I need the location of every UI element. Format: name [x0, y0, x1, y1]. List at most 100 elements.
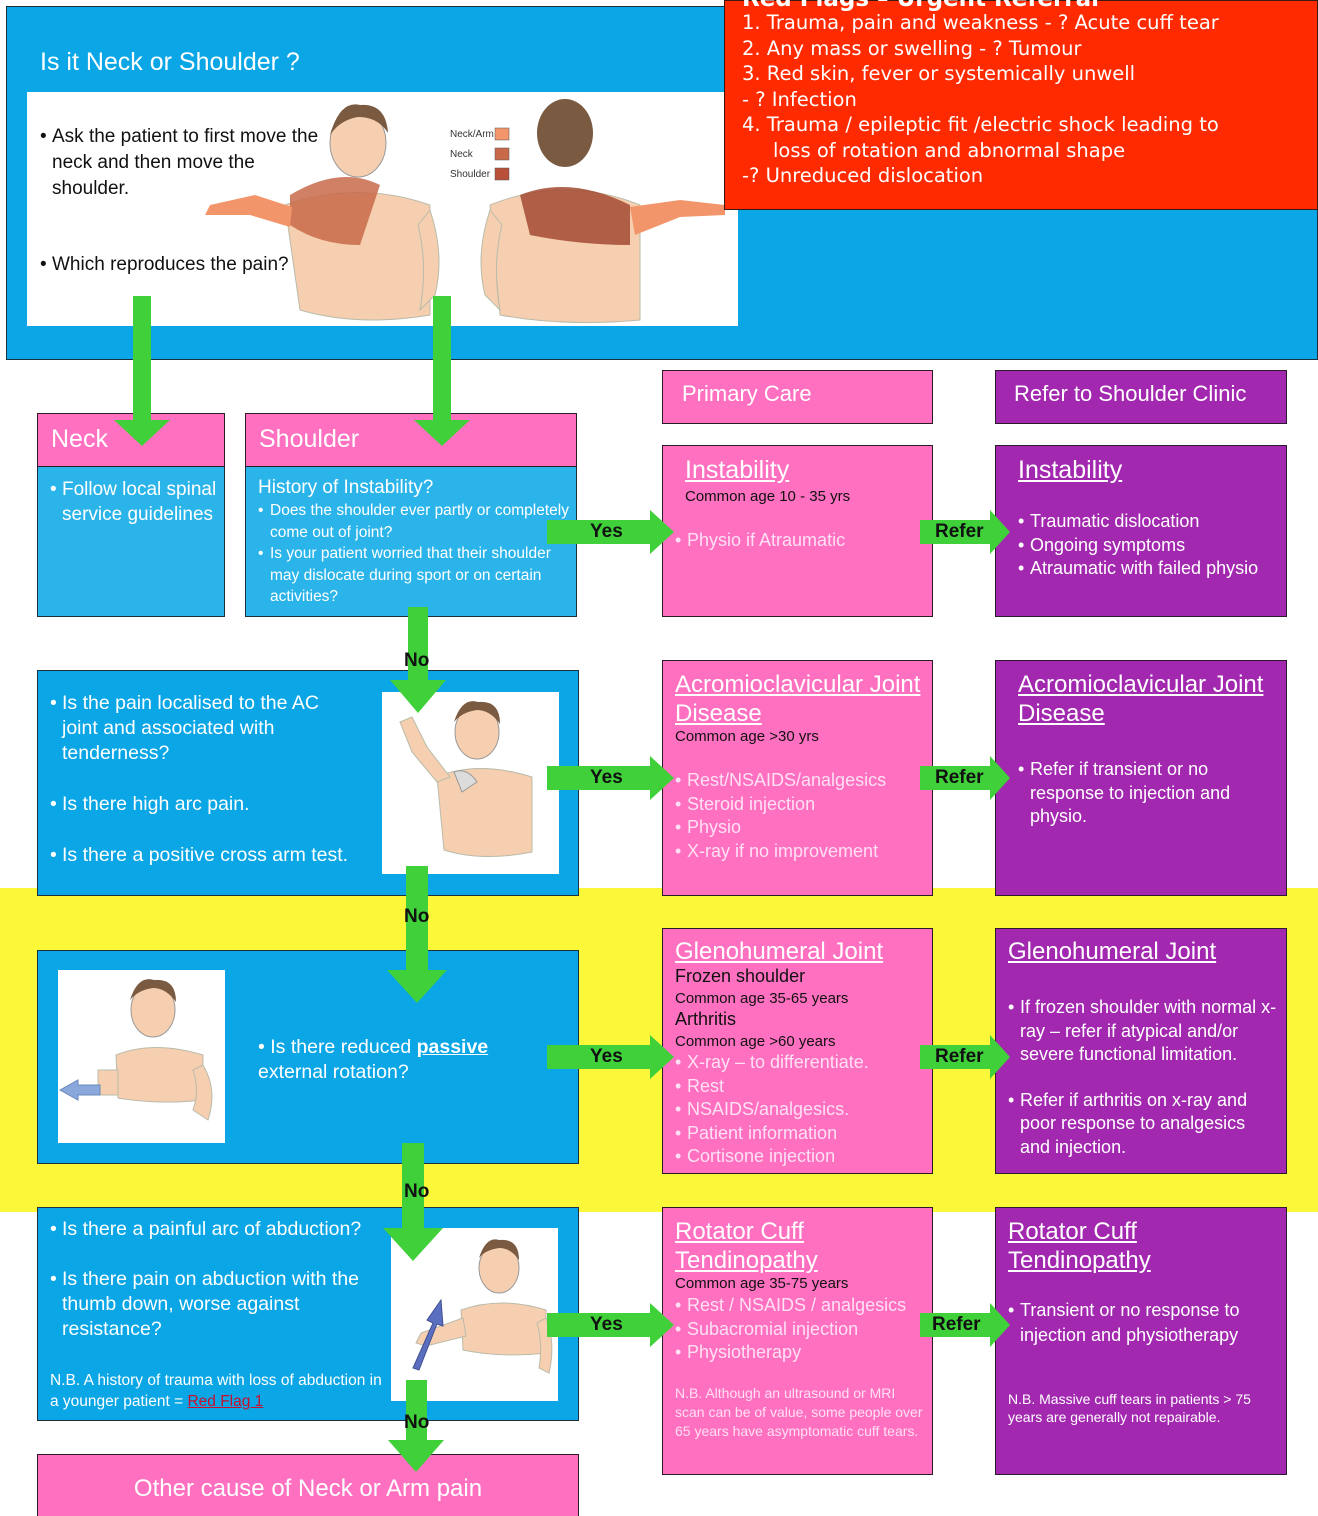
top-bullets: Ask the patient to first move the neck a…	[40, 124, 320, 278]
ac-primary-title: Acromioclavicular Joint Disease	[675, 671, 921, 727]
refer-label-2: Refer	[935, 767, 984, 788]
gh-primary-item-4: Patient information	[675, 1122, 931, 1146]
red-flag-link[interactable]: Red Flag 1	[187, 1393, 264, 1410]
yes-label-3: Yes	[590, 1046, 623, 1067]
yes-label-1: Yes	[590, 521, 623, 542]
instability-primary-item: Physio if Atraumatic	[675, 530, 925, 551]
shoulder-question: History of Instability?	[258, 477, 434, 498]
neck-shoulder-figures: Neck/Arm Neck Shoulder	[205, 99, 725, 323]
rc-primary-note: N.B. Although an ultrasound or MRI scan …	[675, 1385, 923, 1439]
instability-refer-title: Instability	[1018, 456, 1123, 484]
ac-refer-title: Acromioclavicular Joint Disease	[1018, 671, 1264, 727]
top-title: Is it Neck or Shoulder ?	[40, 48, 300, 76]
neck-bullet: Follow local spinal service guidelines	[50, 477, 220, 527]
red-flags-box	[724, 0, 1318, 210]
shoulder-bullets: Does the shoulder ever partly or complet…	[258, 500, 574, 608]
ac-primary-item-1: Rest/NSAIDS/analgesics	[675, 769, 931, 793]
front-figure-icon	[205, 104, 440, 321]
rc-primary-item-3: Physiotherapy	[675, 1341, 931, 1365]
red-flag-4: 4. Trauma / epileptic fit /electric shoc…	[742, 113, 1219, 136]
gh-primary-age1: Common age 35-65 years	[675, 990, 849, 1007]
gh-question-pre: Is there reduced	[270, 1036, 417, 1058]
ac-question-2: Is there high arc pain.	[50, 792, 355, 817]
gh-figure-icon	[58, 979, 213, 1121]
red-flag-3: 3. Red skin, fever or systemically unwel…	[742, 62, 1136, 85]
ac-refer-item: Refer if transient or no response to inj…	[1018, 758, 1280, 829]
instability-primary-title: Instability	[685, 456, 790, 484]
rc-primary-item-2: Subacromial injection	[675, 1318, 931, 1342]
gh-question: • Is there reduced passive external rota…	[258, 1035, 558, 1085]
yes-label-2: Yes	[590, 767, 623, 788]
ac-primary-age: Common age >30 yrs	[675, 728, 819, 745]
no-label-2: No	[404, 906, 430, 927]
red-flag-3b: - ? Infection	[742, 87, 857, 111]
instability-refer-list: Traumatic dislocation Ongoing symptoms A…	[1018, 510, 1286, 581]
rc-note-text: N.B. A history of trauma with loss of ab…	[50, 1372, 382, 1410]
shoulder-title: Shoulder	[245, 413, 577, 467]
red-flag-2: 2. Any mass or swelling - ? Tumour	[742, 36, 1082, 60]
top-bullet-1: Ask the patient to first move the neck a…	[40, 124, 320, 202]
rc-primary-list: Rest / NSAIDS / analgesics Subacromial i…	[675, 1294, 931, 1365]
rc-refer-item: Transient or no response to injection an…	[1008, 1298, 1280, 1348]
instability-refer-item-1: Traumatic dislocation	[1018, 510, 1286, 534]
neck-title: Neck	[37, 413, 225, 467]
rc-refer-title: Rotator Cuff Tendinopathy	[1008, 1218, 1151, 1274]
ac-figure-icon	[399, 701, 533, 857]
gh-question-bold: passive	[416, 1036, 489, 1058]
gh-question-post: external rotation?	[258, 1061, 409, 1083]
rc-questions: Is there a painful arc of abduction? Is …	[50, 1217, 390, 1342]
ac-question-3: Is there a positive cross arm test.	[50, 843, 355, 868]
gh-primary-title: Glenohumeral Joint	[675, 938, 884, 965]
ac-question-1: Is the pain localised to the AC joint an…	[50, 691, 355, 766]
ac-primary-item-4: X-ray if no improvement	[675, 840, 931, 864]
neck-bullets: Follow local spinal service guidelines	[50, 477, 220, 527]
red-flags-list: 1. Trauma, pain and weakness - ? Acute c…	[742, 10, 1312, 189]
primary-care-header: Primary Care	[662, 370, 933, 424]
ac-questions: Is the pain localised to the AC joint an…	[50, 691, 355, 868]
legend-shoulder: Shoulder	[450, 169, 491, 180]
rc-primary-age: Common age 35-75 years	[675, 1275, 849, 1292]
gh-primary-sub1: Frozen shoulder	[675, 966, 806, 986]
gh-question-bullet: •	[258, 1036, 271, 1058]
refer-header: Refer to Shoulder Clinic	[995, 370, 1287, 424]
refer-label-4: Refer	[932, 1314, 981, 1335]
top-bullet-2: Which reproduces the pain?	[40, 252, 320, 278]
rc-question-2: Is there pain on abduction with the thum…	[50, 1267, 390, 1342]
rc-refer-note: N.B. Massive cuff tears in patients > 75…	[1008, 1391, 1251, 1425]
shoulder-bullet-2: Is your patient worried that their shoul…	[258, 543, 574, 608]
gh-refer-title: Glenohumeral Joint	[1008, 938, 1217, 965]
ac-primary-item-3: Physio	[675, 816, 931, 840]
red-flag-4b: loss of rotation and abnormal shape	[773, 138, 1126, 162]
instability-refer-item-3: Atraumatic with failed physio	[1018, 557, 1286, 581]
shoulder-bullet-1: Does the shoulder ever partly or complet…	[258, 500, 574, 543]
gh-primary-item-2: Rest	[675, 1075, 931, 1099]
red-flags-title: Red Flags – Urgent Referral	[742, 0, 1099, 12]
other-cause-box: Other cause of Neck or Arm pain	[37, 1454, 579, 1516]
instability-primary-list: Physio if Atraumatic	[675, 530, 925, 551]
instability-primary-age: Common age 10 - 35 yrs	[685, 488, 851, 505]
back-figure-icon	[480, 99, 725, 323]
rc-question-1: Is there a painful arc of abduction?	[50, 1217, 390, 1242]
gh-primary-item-5: Cortisone injection	[675, 1145, 931, 1169]
rc-note: N.B. A history of trauma with loss of ab…	[50, 1370, 390, 1412]
red-flag-4c: -? Unreduced dislocation	[742, 164, 984, 187]
gh-primary-sub2: Arthritis	[675, 1009, 737, 1029]
refer-label-3: Refer	[935, 1046, 984, 1067]
instability-refer-item-2: Ongoing symptoms	[1018, 534, 1286, 558]
gh-primary-item-3: NSAIDS/analgesics.	[675, 1098, 931, 1122]
no-label-4: No	[404, 1412, 430, 1433]
gh-refer-list: If frozen shoulder with normal x-ray – r…	[1008, 996, 1280, 1159]
refer-label-1: Refer	[935, 521, 984, 542]
gh-primary-age2: Common age >60 years	[675, 1033, 836, 1050]
gh-refer-item-1: If frozen shoulder with normal x-ray – r…	[1008, 996, 1280, 1067]
legend-neck-arm: Neck/Arm	[450, 129, 494, 140]
ac-refer-list: Refer if transient or no response to inj…	[1018, 758, 1280, 829]
no-label-3: No	[404, 1181, 430, 1202]
legend-neck: Neck	[450, 149, 474, 160]
rc-refer-list: Transient or no response to injection an…	[1008, 1298, 1280, 1348]
red-flag-1: 1. Trauma, pain and weakness - ? Acute c…	[742, 11, 1219, 34]
ac-primary-item-2: Steroid injection	[675, 793, 931, 817]
rc-primary-title: Rotator Cuff Tendinopathy	[675, 1218, 818, 1274]
yes-label-4: Yes	[590, 1314, 623, 1335]
rc-figure-icon	[412, 1239, 553, 1374]
